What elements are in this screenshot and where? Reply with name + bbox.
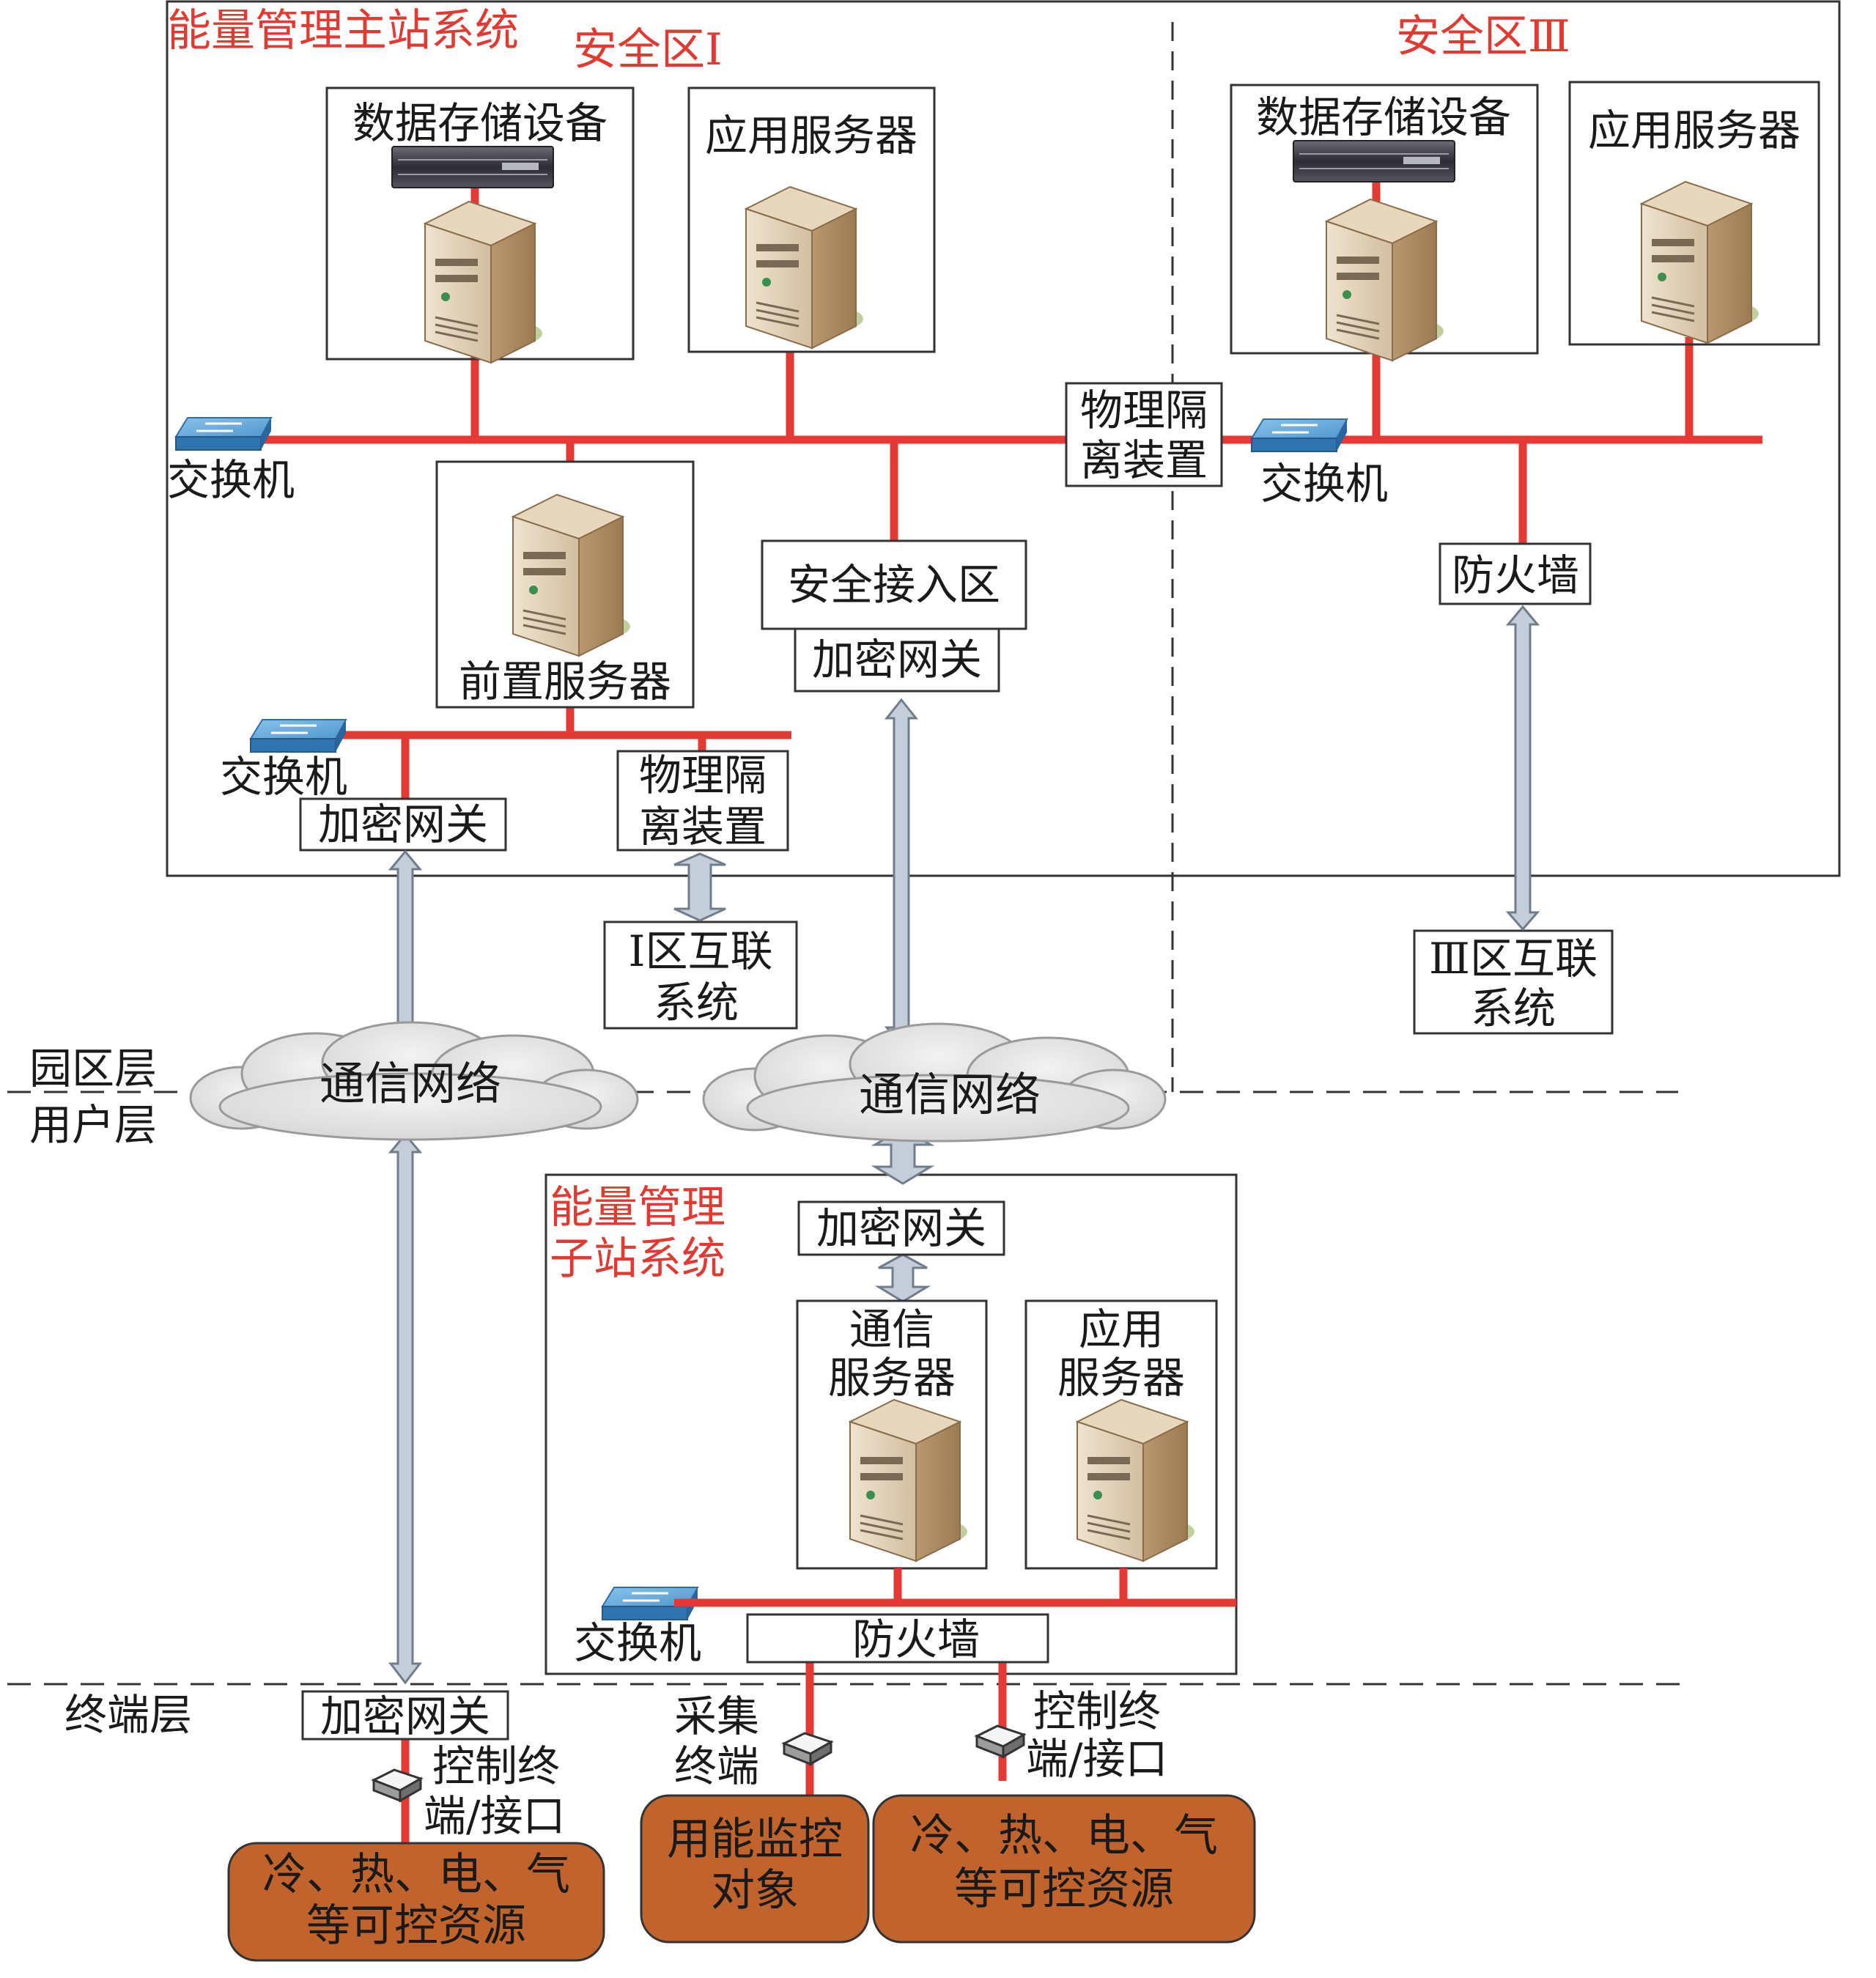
- resource-left-label-1: 冷、热、电、气: [262, 1849, 570, 1900]
- sub-comm-server-label-1: 通信: [849, 1304, 934, 1354]
- link-arrows: [388, 605, 1540, 1685]
- double-arrow: [884, 698, 919, 1049]
- user-layer-label: 用户层: [29, 1100, 157, 1150]
- network-switch-icon: [249, 718, 347, 753]
- zone1-interconnect-box: [603, 920, 798, 1030]
- sub-app-server-label-1: 应用: [1079, 1304, 1164, 1354]
- park-layer-label: 园区层: [29, 1044, 157, 1093]
- server-tower-icon: [512, 493, 632, 657]
- z1-app-label: 应用服务器: [705, 111, 917, 160]
- double-arrow: [871, 1127, 935, 1185]
- collect-label-2: 终端: [674, 1741, 759, 1791]
- z3-app-box: [1568, 81, 1820, 346]
- sub-app-server-label-2: 服务器: [1057, 1353, 1185, 1403]
- z3-firewall-box: [1439, 542, 1592, 605]
- server-tower-icon: [745, 185, 865, 350]
- terminal-gateway-box: [301, 1690, 509, 1741]
- network-switch-icon: [1250, 418, 1348, 453]
- right-ctrl-label-1: 控制终: [1033, 1686, 1161, 1736]
- terminal-device-icon: [372, 1768, 422, 1802]
- lower-switch-label: 交换机: [220, 752, 347, 802]
- substation-title-2: 子站系统: [550, 1233, 725, 1285]
- substation-links: [401, 1568, 1236, 1847]
- double-arrow: [1505, 605, 1540, 931]
- sub-firewall-box: [746, 1613, 1049, 1664]
- zone3-interconnect-label-1: Ⅲ区互联: [1429, 934, 1598, 984]
- resource-left-label-2: 等可控资源: [306, 1900, 526, 1952]
- switch-left-label: 交换机: [167, 455, 295, 505]
- double-arrow: [388, 1132, 423, 1685]
- double-arrow: [388, 849, 423, 1046]
- front-server-label: 前置服务器: [459, 657, 671, 706]
- terminal-layer-label: 终端层: [64, 1690, 192, 1740]
- zone1-title: 安全区Ⅰ: [573, 24, 723, 75]
- left-ctrl-label-1: 控制终: [432, 1741, 560, 1791]
- z3-storage-label: 数据存储设备: [1256, 92, 1511, 142]
- monitor-object-box: [640, 1794, 870, 1944]
- resource-right-label-1: 冷、热、电、气: [910, 1810, 1218, 1861]
- right-ctrl-label-2: 端/接口: [1026, 1734, 1168, 1784]
- lower-isolation-label-2: 离装置: [639, 802, 767, 852]
- isolation-device-box: [1065, 382, 1223, 487]
- master-system-frame: [166, 0, 1841, 877]
- isolation-label-2: 离装置: [1080, 435, 1208, 485]
- lower-gateway-box: [299, 797, 507, 852]
- zone3-interconnect-label-2: 系统: [1471, 984, 1556, 1033]
- right-network-label: 通信网络: [859, 1068, 1041, 1121]
- lower-isolation-label-1: 物理隔: [639, 750, 767, 800]
- right-network-cloud: [702, 1022, 1167, 1143]
- left-network-label: 通信网络: [320, 1057, 501, 1110]
- terminal-device-icon: [975, 1724, 1025, 1758]
- left-ctrl-label-2: 端/接口: [424, 1791, 566, 1841]
- network-switch-icon: [174, 416, 273, 451]
- secure-access-label: 安全接入区: [788, 560, 1000, 610]
- sub-comm-server-label-2: 服务器: [828, 1353, 956, 1403]
- server-tower-icon: [849, 1398, 969, 1562]
- server-tower-icon: [1076, 1398, 1196, 1562]
- resource-left-box: [227, 1842, 605, 1962]
- sub-switch-label: 交换机: [574, 1618, 701, 1668]
- substation-title-1: 能量管理: [550, 1182, 725, 1233]
- lower-gateway-label: 加密网关: [318, 800, 488, 849]
- terminal-device-icon: [783, 1732, 832, 1765]
- server-tower-icon: [1325, 198, 1445, 362]
- storage-rack-icon: [1293, 140, 1455, 182]
- collect-label-1: 采集: [674, 1691, 759, 1741]
- server-tower-icon: [424, 200, 544, 364]
- master-title: 能量管理主站系统: [167, 5, 519, 56]
- resource-right-box: [872, 1794, 1256, 1944]
- lower-isolation-box: [616, 750, 789, 852]
- sub-gateway-box: [797, 1200, 1005, 1256]
- terminal-gateway-label: 加密网关: [320, 1691, 490, 1741]
- monitor-label-1: 用能监控: [667, 1814, 843, 1865]
- switch-right-label: 交换机: [1260, 459, 1388, 509]
- resource-right-label-2: 等可控资源: [954, 1864, 1174, 1915]
- sub-gateway-label: 加密网关: [816, 1203, 986, 1253]
- monitor-label-2: 对象: [711, 1865, 799, 1916]
- isolation-label-1: 物理隔: [1080, 385, 1208, 435]
- sub-firewall-label: 防火墙: [852, 1614, 980, 1664]
- access-gateway-label: 加密网关: [812, 635, 982, 684]
- master-links: [256, 180, 1762, 802]
- zone1-interconnect-label-2: 系统: [654, 978, 739, 1027]
- secure-access-box: [761, 539, 1027, 630]
- z3-firewall-label: 防火墙: [1452, 550, 1579, 600]
- server-tower-icon: [1640, 180, 1760, 344]
- double-arrow: [673, 852, 726, 922]
- z3-app-label: 应用服务器: [1588, 106, 1801, 155]
- zone1-interconnect-label-1: Ⅰ区互联: [629, 926, 773, 976]
- zone3-interconnect-box: [1413, 929, 1614, 1035]
- zone3-title: 安全区Ⅲ: [1396, 11, 1570, 62]
- access-gateway-box: [794, 627, 1000, 693]
- left-network-cloud: [189, 1021, 639, 1141]
- double-arrow: [874, 1253, 931, 1303]
- z1-storage-label: 数据存储设备: [352, 98, 608, 148]
- storage-rack-icon: [391, 146, 554, 188]
- z1-app-box: [687, 86, 936, 353]
